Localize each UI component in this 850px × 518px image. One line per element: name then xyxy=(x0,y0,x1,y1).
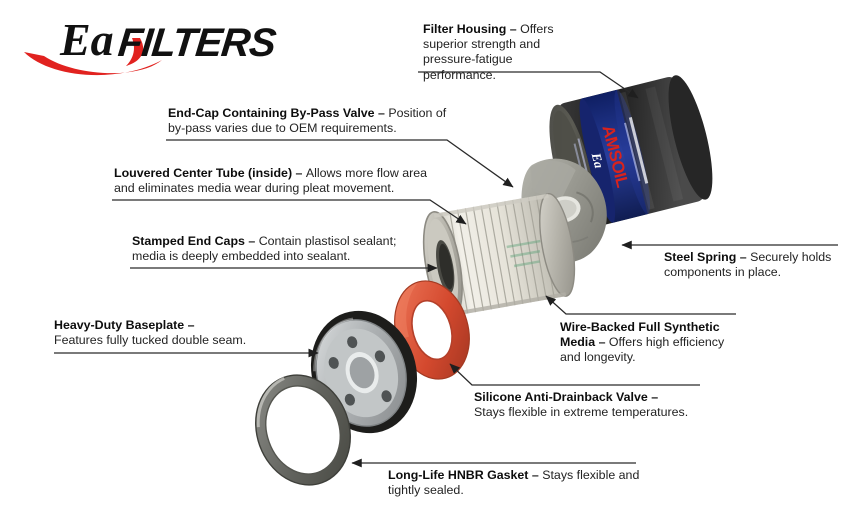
logo-swoosh-icon xyxy=(24,52,162,76)
part-gasket xyxy=(255,374,351,486)
callout-steel-spring-title: Steel Spring xyxy=(664,250,737,264)
callout-baseplate-title: Heavy-Duty Baseplate – xyxy=(54,318,195,332)
callout-end-cap-title: End-Cap Containing By-Pass Valve xyxy=(168,106,375,120)
callout-gasket-title: Long-Life HNBR Gasket xyxy=(388,468,529,482)
callout-anti-drainback-body: Stays flexible in extreme temperatures. xyxy=(474,405,689,420)
callout-media: Wire-Backed Full Synthetic Media – Offer… xyxy=(560,320,740,366)
callout-stamped-end-caps-body: Contain plastisol sealant; media is deep… xyxy=(132,234,397,264)
callout-stamped-end-caps-title: Stamped End Caps xyxy=(132,234,245,248)
baseplate-holes xyxy=(328,336,392,406)
callout-filter-housing: Filter Housing – Offers superior strengt… xyxy=(423,22,583,83)
callout-center-tube: Louvered Center Tube (inside) – Allows m… xyxy=(114,166,444,196)
logo-artwork: Ea FILTERS xyxy=(24,14,279,76)
part-filter-housing: AMSOIL Ea xyxy=(549,75,713,230)
callout-stamped-end-caps-dash: – xyxy=(244,234,259,248)
media-print xyxy=(506,239,541,268)
callout-stamped-end-caps: Stamped End Caps – Contain plastisol sea… xyxy=(132,234,422,264)
logo-wordmark-text: FILTERS xyxy=(116,21,279,65)
brand-logo: Ea FILTERS xyxy=(22,8,292,80)
callout-anti-drainback: Silicone Anti-Drainback Valve – Stays fl… xyxy=(474,390,714,420)
callout-steel-spring-body: Securely holds components in place. xyxy=(664,250,832,280)
callout-gasket: Long-Life HNBR Gasket – Stays flexible a… xyxy=(388,468,648,498)
callout-steel-spring: Steel Spring – Securely holds components… xyxy=(664,250,844,280)
callout-baseplate-body: Features fully tucked double seam. xyxy=(54,333,247,348)
callout-filter-housing-body: Offers superior strength and pressure-fa… xyxy=(423,22,554,82)
callout-anti-drainback-title: Silicone Anti-Drainback Valve – xyxy=(474,390,659,404)
callout-media-dash: – xyxy=(595,335,609,350)
logo-swoosh-tail-icon xyxy=(126,38,144,66)
callout-center-tube-dash: – xyxy=(292,166,306,180)
callout-baseplate: Heavy-Duty Baseplate – Features fully tu… xyxy=(54,318,304,348)
part-anti-drainback-valve xyxy=(394,280,470,380)
callout-center-tube-body: Allows more flow area and eliminates med… xyxy=(114,166,428,196)
callout-filter-housing-dash: – xyxy=(506,22,521,36)
callout-filter-housing-title: Filter Housing xyxy=(423,22,507,36)
logo-mark-text: Ea xyxy=(59,14,114,65)
callout-media-body: Offers high efficiency and longevity. xyxy=(560,335,725,365)
callout-end-cap: End-Cap Containing By-Pass Valve – Posit… xyxy=(168,106,458,136)
housing-sub-text: Ea xyxy=(588,150,607,170)
callout-gasket-dash: – xyxy=(528,468,543,482)
callout-gasket-body: Stays flexible and tightly sealed. xyxy=(388,468,640,498)
callout-steel-spring-dash: – xyxy=(736,250,751,264)
callout-media-title: Wire-Backed Full Synthetic Media xyxy=(560,320,720,350)
callout-end-cap-dash: – xyxy=(374,106,389,120)
callout-center-tube-title: Louvered Center Tube (inside) xyxy=(114,166,293,180)
callout-end-cap-body: Position of by-pass varies due to OEM re… xyxy=(168,106,447,136)
